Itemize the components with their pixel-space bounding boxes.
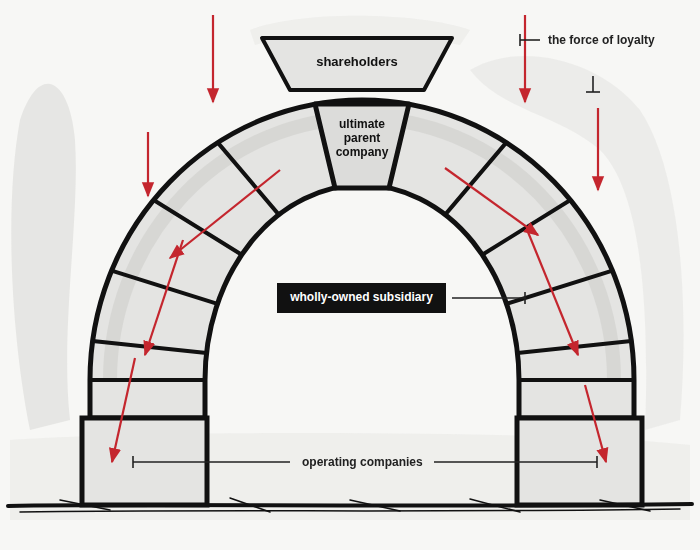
node-text: wholly-owned subsidiary: [277, 291, 446, 305]
subsidiary-box: wholly-owned subsidiary: [277, 283, 446, 313]
force-arrows: [112, 15, 606, 462]
leader-lines: [133, 34, 600, 468]
force-label: the force of loyalty: [548, 33, 655, 47]
arch-ring: [90, 100, 634, 418]
node-text: shareholders: [282, 55, 432, 70]
background-wash: [10, 16, 690, 520]
keystone-block: ultimate parent company: [308, 96, 416, 190]
arch-inner-shade: [110, 118, 614, 380]
ground-line: [8, 498, 692, 512]
block-outline-shape: [262, 38, 452, 90]
shareholders-block: shareholders: [262, 38, 452, 90]
block-outline-shape: [315, 104, 409, 188]
node-text: ultimate parent company: [322, 118, 402, 159]
operating-label: operating companies: [302, 455, 423, 469]
